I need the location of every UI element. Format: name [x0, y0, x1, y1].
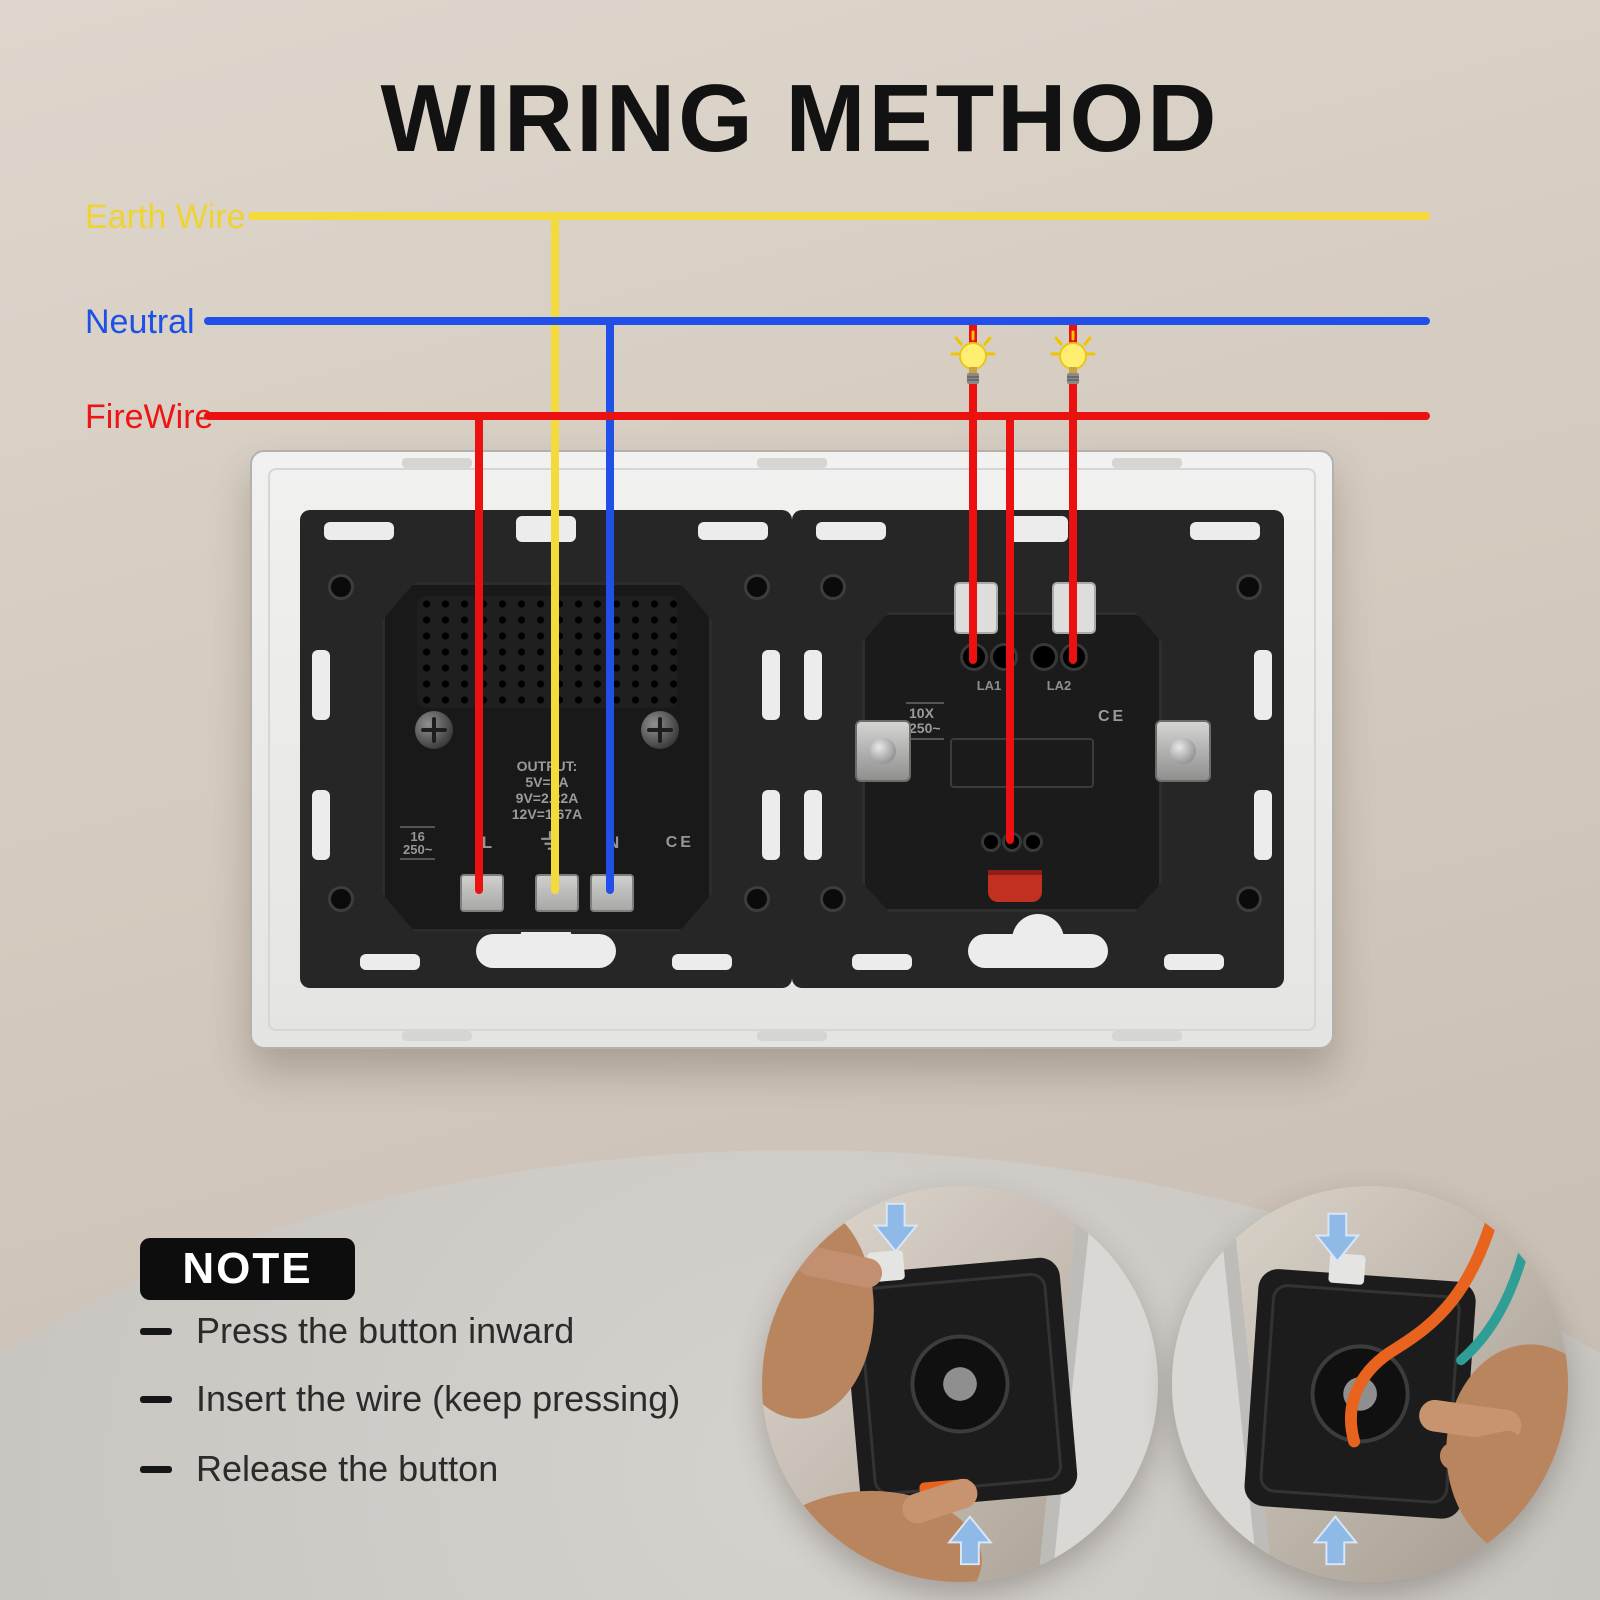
bracket-cutout [324, 522, 394, 540]
instruction-photo-press-button [762, 1186, 1158, 1582]
plate-tab [402, 1031, 472, 1041]
note-item: Insert the wire (keep pressing) [140, 1378, 680, 1420]
bracket-cutout [516, 516, 576, 542]
fire-wire-drop-switch [1006, 412, 1014, 844]
bracket-cutout [672, 954, 732, 970]
plate-tab [402, 458, 472, 468]
output-title: OUTPUT: [516, 758, 578, 774]
neutral-wire-label: Neutral [85, 303, 195, 341]
page-title: WIRING METHOD [380, 65, 1220, 172]
bracket-screw-hole [744, 574, 770, 600]
bracket-screw-hole [820, 574, 846, 600]
release-clip [988, 870, 1042, 902]
plate-tab [757, 1031, 827, 1041]
note-item-text: Insert the wire (keep pressing) [196, 1378, 681, 1419]
bracket-cutout [1254, 790, 1272, 860]
arrow-up-icon [1312, 1515, 1359, 1566]
earth-symbol-icon [539, 830, 561, 857]
output-line: 12V=1.67A [511, 806, 583, 822]
terminal-markings: 16 250~ L N CE [400, 826, 694, 860]
plate-tab [1112, 458, 1182, 468]
lamp-wire-drop-2 [1069, 319, 1077, 664]
plate-inner-frame [268, 468, 1316, 1031]
bracket-cutout [1008, 516, 1068, 542]
lamp-wire-drop-1 [969, 319, 977, 664]
terminal-la2-label: LA2 [1046, 678, 1072, 693]
bracket-cutout [804, 650, 822, 720]
screw-icon [415, 711, 453, 749]
dash-icon [140, 1465, 172, 1473]
light-bulb-icon [1050, 330, 1096, 390]
neutral-wire-drop-socket [606, 317, 614, 894]
fire-wire-label: FireWire [85, 398, 214, 436]
terminal-hole [1030, 643, 1058, 671]
rating-current: 16 [410, 829, 425, 844]
arrow-down-icon [1314, 1212, 1361, 1263]
fire-wire-drop-socket [475, 412, 483, 894]
arrow-down-icon [872, 1202, 919, 1253]
terminal-clamp [1155, 720, 1211, 782]
ce-mark: CE [665, 834, 694, 851]
instruction-photo-insert-wire [1172, 1186, 1568, 1582]
plate-tab [757, 458, 827, 468]
bracket-cutout [762, 650, 780, 720]
bracket-screw-hole [1236, 574, 1262, 600]
bracket-cutout [312, 790, 330, 860]
earth-wire-line [248, 212, 1430, 220]
earth-wire-label: Earth Wire [85, 198, 246, 236]
rating-current: 10X [909, 705, 934, 721]
note-item-text: Release the button [196, 1448, 499, 1489]
note-item: Release the button [140, 1448, 498, 1490]
light-bulb-icon [950, 330, 996, 390]
bracket-screw-hole [820, 886, 846, 912]
terminal-clamp [855, 720, 911, 782]
bracket-screw-hole [328, 574, 354, 600]
terminal-hole [981, 832, 1001, 852]
dash-icon [140, 1327, 172, 1335]
rating-voltage: 250~ [403, 842, 433, 857]
bracket-cutout [360, 954, 420, 970]
fire-wire-line [204, 412, 1430, 420]
terminal-la1-label: LA1 [976, 678, 1002, 693]
rating-voltage: 250~ [909, 720, 941, 736]
bracket-cutout [804, 790, 822, 860]
bracket-cutout [852, 954, 912, 970]
bracket-cutout [1254, 650, 1272, 720]
note-item-text: Press the button inward [196, 1310, 575, 1351]
bracket-keyhole [968, 934, 1108, 968]
neutral-wire-line [204, 317, 1430, 325]
orange-wire [1345, 1189, 1505, 1448]
output-spec: OUTPUT: 5V=3A 9V=2.22A 12V=1.67A [442, 758, 652, 822]
ce-mark: CE [1098, 708, 1127, 725]
bracket-cutout [698, 522, 768, 540]
screw-icon [641, 711, 679, 749]
plate-tab [1112, 1031, 1182, 1041]
output-line: 9V=2.22A [515, 790, 579, 806]
bracket-screw-hole [1236, 886, 1262, 912]
arrow-up-icon [947, 1515, 993, 1566]
bracket-cutout [816, 522, 886, 540]
bracket-cutout [312, 650, 330, 720]
terminal-hole [1023, 832, 1043, 852]
speaker-holes [417, 596, 677, 708]
note-item: Press the button inward [140, 1310, 574, 1352]
dash-icon [140, 1395, 172, 1403]
earth-wire-drop-socket [551, 212, 559, 894]
switch-label-recess [950, 738, 1094, 788]
bracket-keyhole [476, 934, 616, 968]
note-heading-label: NOTE [182, 1244, 313, 1293]
terminal-live-label: L [481, 833, 493, 852]
mounting-plate: OUTPUT: 5V=3A 9V=2.22A 12V=1.67A 16 250~… [250, 450, 1334, 1049]
rating-label: 16 250~ [400, 826, 436, 860]
note-heading: NOTE [140, 1238, 355, 1300]
bracket-cutout [1164, 954, 1224, 970]
bracket-cutout [1190, 522, 1260, 540]
bracket-cutout [762, 790, 780, 860]
bracket-screw-hole [744, 886, 770, 912]
output-line: 5V=3A [525, 774, 569, 790]
rating-label: 10X 250~ [906, 702, 944, 740]
bracket-screw-hole [328, 886, 354, 912]
switch-module-back [842, 1250, 1078, 1511]
